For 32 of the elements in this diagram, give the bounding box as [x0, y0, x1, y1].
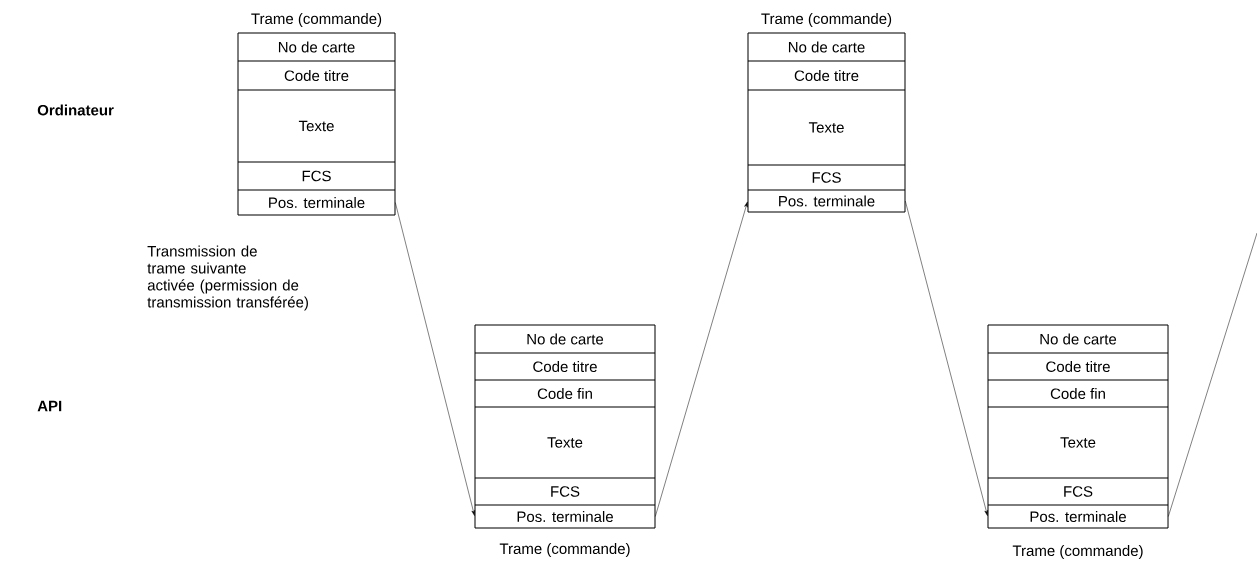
node-label: Trame (commande) [1012, 545, 1143, 559]
field-cell: Texte [237, 89, 396, 163]
field-cell: Texte [474, 406, 656, 479]
field-cell: FCS [474, 477, 656, 506]
field-cell: FCS [237, 161, 396, 191]
row-label: API [37, 400, 62, 412]
field-cell: FCS [747, 164, 906, 191]
field-cell: Pos. terminale [237, 189, 396, 216]
arrow [395, 202, 475, 516]
field-cell: No de carte [474, 324, 656, 354]
node-label: Trame (commande) [499, 543, 630, 557]
field-cell: Texte [747, 89, 906, 166]
note-text: Transmission de trame suivante activée (permission de transmission transférée) [147, 245, 308, 311]
arrow [655, 201, 748, 517]
arrow [905, 200, 988, 516]
field-cell: Pos. terminale [747, 189, 906, 213]
field-cell: Pos. terminale [987, 504, 1169, 529]
field-cell: Pos. terminale [474, 504, 656, 529]
node-label: Trame (commande) [761, 13, 892, 27]
field-cell: Code fin [474, 379, 656, 408]
field-cell: FCS [987, 477, 1169, 506]
row-label: Ordinateur [37, 104, 114, 116]
field-cell: No de carte [237, 32, 396, 62]
field-cell: No de carte [987, 324, 1169, 354]
field-cell: Texte [987, 406, 1169, 479]
node-label: Trame (commande) [251, 13, 382, 27]
field-cell: Code titre [237, 60, 396, 91]
field-cell: Code titre [987, 352, 1169, 381]
field-cell: Code fin [987, 379, 1169, 408]
field-cell: Code titre [474, 352, 656, 381]
field-cell: No de carte [747, 32, 906, 62]
field-cell: Code titre [747, 60, 906, 91]
